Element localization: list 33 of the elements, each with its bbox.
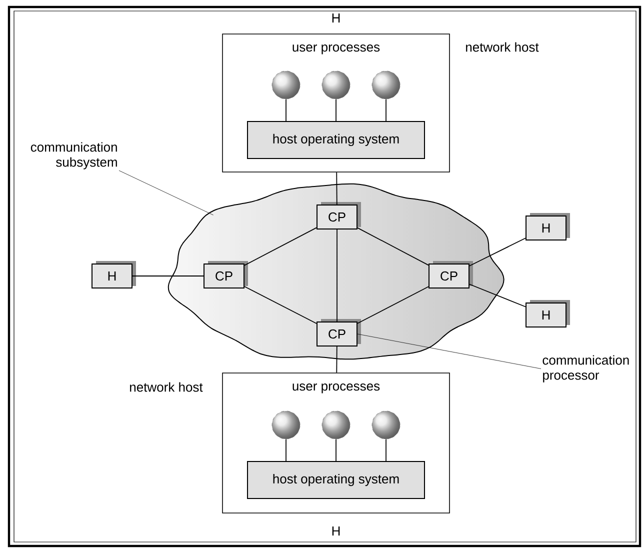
os-box: host operating system [247, 121, 425, 159]
host-small-box: H [92, 261, 136, 288]
connection-line [469, 284, 526, 308]
connection-line [357, 227, 429, 266]
processor-box: CP [316, 319, 361, 346]
process-circle [272, 410, 300, 440]
connection-line [336, 346, 338, 374]
process-circle [272, 70, 300, 100]
callout-text: communication subsystem [30, 142, 117, 170]
connection-line [357, 286, 429, 324]
process-circle [322, 410, 350, 440]
host-label: H [332, 526, 340, 536]
leader-line [357, 334, 542, 369]
leader-line [118, 170, 214, 216]
os-box: host operating system [247, 461, 425, 499]
process-circle [372, 410, 400, 440]
processor-box: CP [316, 202, 361, 230]
host-label: network host [466, 42, 539, 52]
host-small-box: H [526, 213, 570, 240]
process-circle [322, 70, 350, 100]
connection-line [244, 227, 317, 266]
connection-line [469, 238, 526, 266]
processor-box: CP [428, 261, 473, 288]
processor-box: CP [204, 261, 248, 288]
host-label: H [332, 14, 340, 22]
host-small-box: H [526, 300, 570, 328]
connection-line [336, 172, 338, 205]
connection-line [244, 286, 317, 324]
callout-text: communication processor [542, 355, 629, 382]
connection-line [336, 229, 338, 322]
cloud-shape [168, 183, 504, 360]
process-circle [372, 70, 400, 100]
host-label: network host [130, 382, 203, 392]
